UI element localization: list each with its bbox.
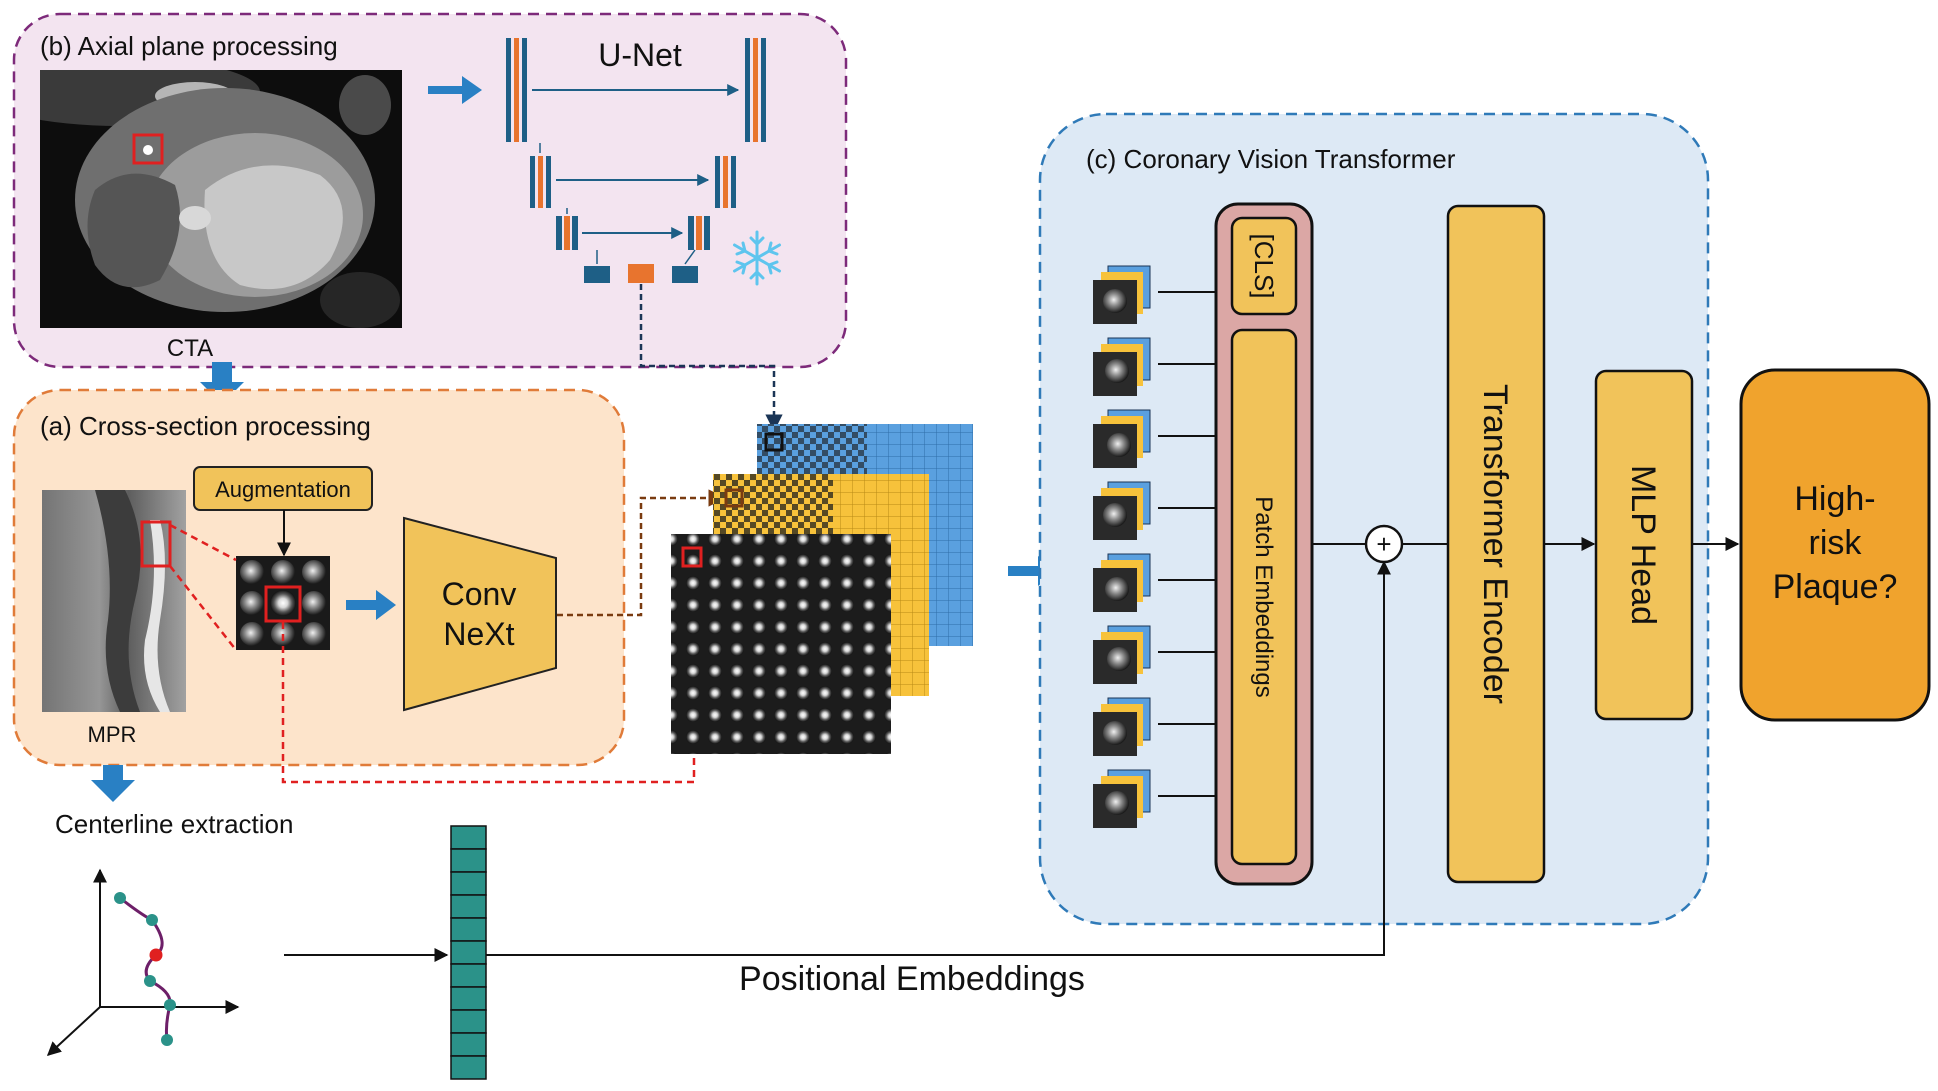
cross-section-panel: (a) Cross-section processing MPR Augment… (12, 388, 726, 767)
snowflake-icon (733, 230, 781, 286)
zoom-line-top (169, 523, 237, 562)
patch-thumbnail (1093, 337, 1151, 396)
convnext-to-feature-arrow (557, 489, 726, 617)
convnext-label-line2: NeXt (443, 616, 514, 652)
patch-thumbnail (1093, 769, 1151, 828)
plus-circle-icon: + (1364, 524, 1404, 564)
output-box (1739, 368, 1931, 722)
patch-thumbnail (1093, 409, 1151, 468)
cta-label: CTA (167, 335, 213, 362)
centerline-curve (119, 896, 172, 1041)
mpr-label: MPR (88, 722, 137, 747)
cta-to-cross-arrow (200, 362, 244, 404)
positional-embedding-vector (450, 825, 487, 1080)
positional-embedding-cell (450, 1055, 487, 1080)
patch-embeddings-box (1230, 328, 1298, 866)
output-label-line2: risk (1809, 524, 1863, 562)
augmentation-label: Augmentation (215, 477, 351, 502)
centerline-point (161, 1034, 173, 1046)
positional-embedding-cell (450, 871, 487, 896)
centerline-point (114, 892, 126, 904)
zoom-line-bottom (169, 565, 237, 651)
patch-thumbnail (1093, 553, 1151, 612)
feature-map-spots (671, 534, 891, 754)
unet-label: U-Net (598, 37, 682, 73)
positional-embedding-cell (450, 848, 487, 873)
unet-decoder (672, 38, 766, 283)
patch-thumbnail (1093, 697, 1151, 756)
positional-embedding-cell (450, 940, 487, 965)
positional-to-plus-line (486, 560, 1391, 956)
positional-embedding-cell (450, 986, 487, 1011)
centerline-label: Centerline extraction (55, 809, 293, 839)
axial-panel-label: (b) Axial plane processing (40, 31, 338, 61)
positional-embedding-cell (450, 917, 487, 942)
centerline-point (146, 914, 158, 926)
unet-skip-connections (532, 84, 740, 239)
transformer-encoder-label: Transformer Encoder (1476, 384, 1514, 704)
cls-token-label: [CLS] (1249, 233, 1279, 298)
centerline-point (164, 999, 176, 1011)
plus-symbol: + (1376, 529, 1391, 559)
centerline-point (144, 975, 156, 987)
unet-encoder (506, 38, 610, 283)
cross-section-panel-label: (a) Cross-section processing (40, 411, 371, 441)
positional-embeddings-label: Positional Embeddings (739, 960, 1085, 998)
output-label-line1: High- (1794, 480, 1875, 518)
feature-map-stack (671, 424, 973, 754)
cta-to-unet-arrow (428, 76, 482, 104)
mpr-to-centerline-arrow (91, 765, 135, 802)
output-label-line3: Plaque? (1773, 568, 1898, 606)
augmented-grid (236, 556, 330, 650)
vit-panel-label: (c) Coronary Vision Transformer (1086, 144, 1456, 174)
positional-embedding-cell (450, 1032, 487, 1057)
centerline-point-current (149, 948, 163, 962)
unet-to-feature-arrow (639, 284, 783, 432)
vit-panel: (c) Coronary Vision Transformer [CLS] Pa… (1038, 112, 1710, 926)
positional-embedding-cell (450, 894, 487, 919)
cls-token-box (1230, 216, 1298, 316)
patch-thumbnail (1093, 625, 1151, 684)
patch-thumbnail (1093, 481, 1151, 540)
convnext-block (403, 516, 557, 712)
axial-panel: (b) Axial plane processing CTA U-Net (12, 12, 848, 432)
unet-bottleneck (628, 264, 654, 283)
unet-diagram: U-Net (506, 37, 766, 283)
unet-down-arrows (539, 143, 696, 265)
positional-embedding-cell (450, 825, 487, 850)
mpr-image (42, 490, 186, 712)
patch-thumbnail (1093, 265, 1151, 324)
patch-embeddings-label: Patch Embeddings (1250, 496, 1277, 697)
grid-to-convnext-arrow (346, 590, 396, 620)
patch-thumbnails (1093, 265, 1216, 828)
positional-embedding-cell (450, 1009, 487, 1034)
cta-image (40, 70, 402, 328)
centerline-plot (46, 868, 240, 1056)
convnext-label-line1: Conv (442, 576, 517, 612)
positional-embedding-cell (450, 963, 487, 988)
mlp-head-label: MLP Head (1624, 465, 1662, 625)
